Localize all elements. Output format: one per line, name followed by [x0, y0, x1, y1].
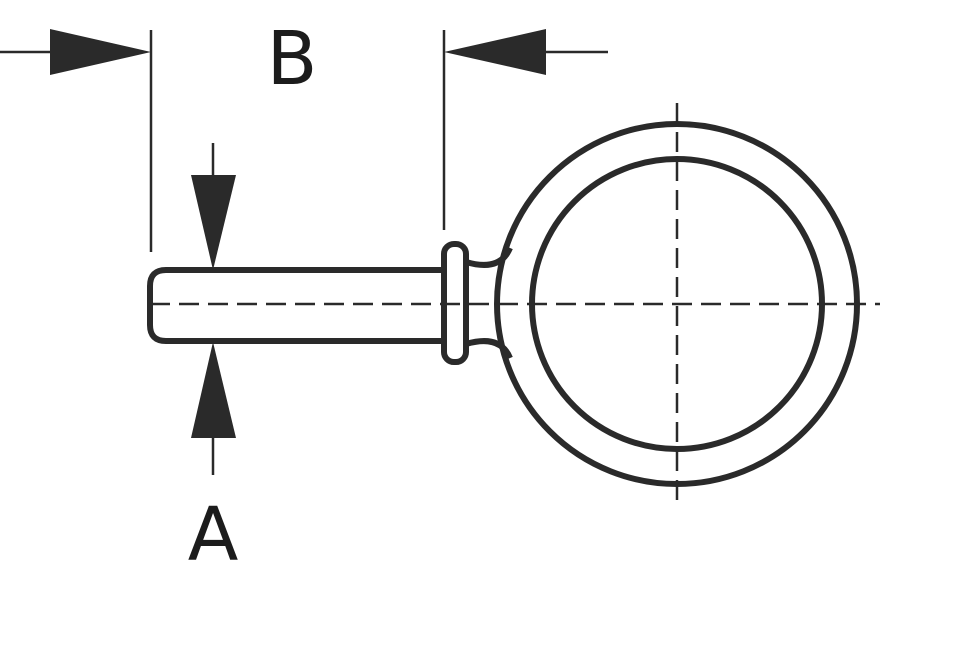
- pin-neck-bottom: [465, 338, 513, 360]
- dimension-a-label: A: [188, 492, 239, 578]
- dimension-a-top-arrowhead: [191, 175, 236, 270]
- pin-neck-top: [465, 246, 513, 268]
- dimension-b-right-arrowhead: [444, 29, 546, 75]
- dimension-a: A: [188, 143, 239, 578]
- dimension-b: B: [0, 16, 608, 252]
- dimension-b-left-arrowhead: [50, 29, 151, 75]
- dimension-a-bottom-arrowhead: [191, 342, 236, 438]
- center-lines: [150, 103, 880, 505]
- dimension-b-label: B: [267, 16, 318, 102]
- pin-shaft: [147, 267, 444, 344]
